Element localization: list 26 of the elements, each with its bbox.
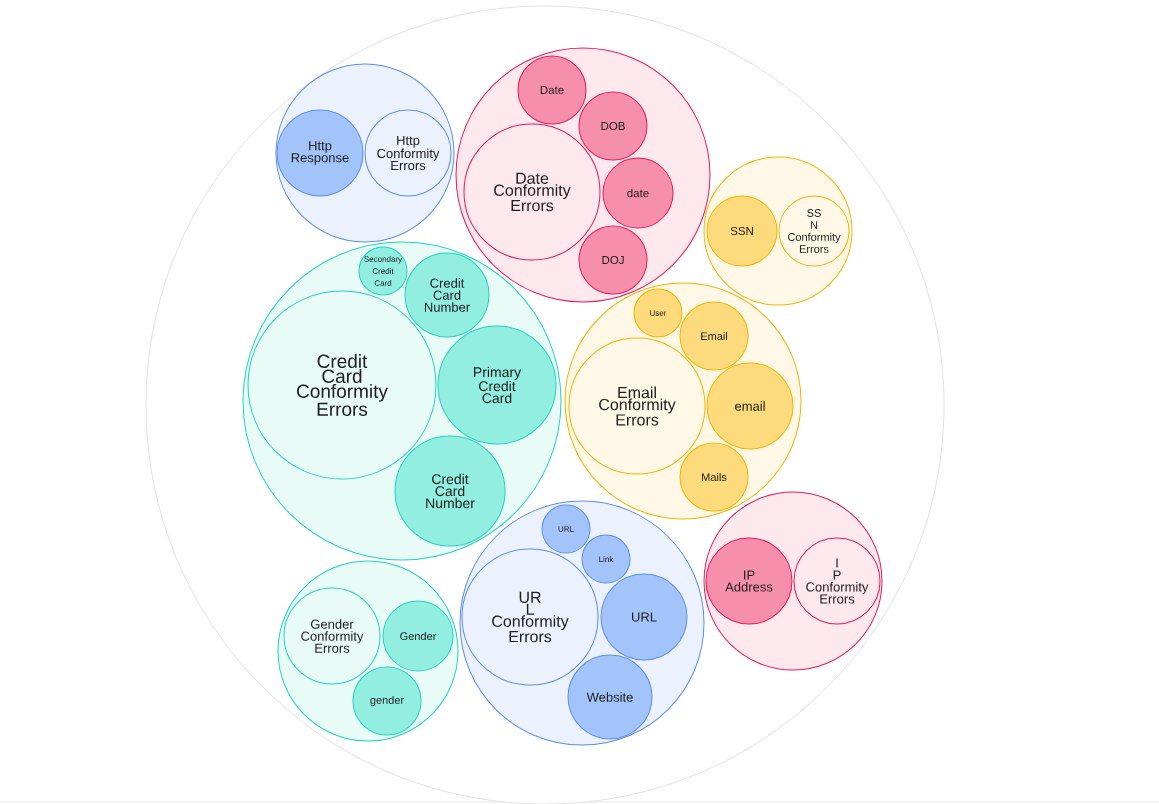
bubble: SSN (706, 195, 778, 267)
bubble: Secondary Credit Card (358, 246, 408, 296)
bubble: DOJ (578, 225, 648, 295)
bubble: I P Conformity Errors (793, 537, 881, 625)
bubble: Mails (679, 442, 749, 512)
bubble: IP Address (705, 537, 793, 625)
bubble: Website (567, 654, 653, 740)
bubble: Http Conformity Errors (364, 109, 452, 197)
bubble: email (706, 362, 794, 450)
bubble: URL (541, 504, 591, 554)
bubble: gender (352, 666, 422, 736)
bubble: DOB (578, 91, 648, 161)
bubble: Email (679, 301, 749, 371)
bubble: Link (581, 534, 631, 584)
bubble: Primary Credit Card (437, 325, 557, 445)
bubble: date (602, 157, 674, 229)
bubble: User (633, 288, 683, 338)
bubble: Date Conformity Errors (463, 123, 601, 261)
bubble: Credit Card Number (394, 435, 506, 547)
bubble: Date (517, 55, 587, 125)
bubble: Http Response (276, 109, 364, 197)
bubble: Gender Conformity Errors (283, 587, 381, 685)
bubble: UR L Conformity Errors (461, 548, 599, 686)
bubble: SS N Conformity Errors (778, 195, 850, 267)
bubble: URL (600, 573, 688, 661)
bubble: Gender (382, 600, 454, 672)
